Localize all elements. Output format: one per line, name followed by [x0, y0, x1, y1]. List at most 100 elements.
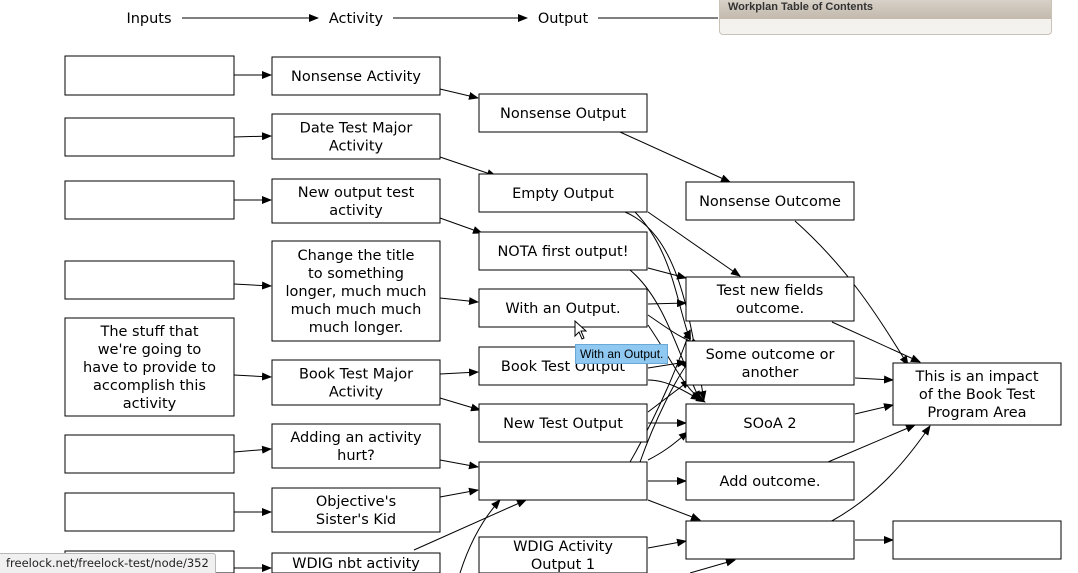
node-box — [271, 240, 441, 342]
node-box — [271, 113, 441, 160]
node-box — [271, 487, 441, 533]
outcome-node[interactable]: Some outcome or another — [685, 340, 855, 386]
node-box — [478, 231, 648, 271]
node-box — [271, 423, 441, 469]
input-node[interactable] — [64, 55, 235, 96]
outcome-node[interactable]: Nonsense Outcome — [685, 181, 855, 221]
edge — [439, 487, 479, 498]
outcome-node[interactable] — [685, 520, 855, 560]
output-node[interactable]: Empty Output — [478, 173, 648, 213]
node-label-line: Book Test Major — [299, 367, 413, 383]
node-box — [64, 180, 235, 220]
activity-node[interactable]: Nonsense Activity — [271, 56, 441, 96]
workplan-toc-panel[interactable]: Workplan Table of Contents — [719, 0, 1052, 35]
output-node[interactable]: New Test Output — [478, 403, 648, 443]
node-label-line: SOoA 2 — [743, 416, 796, 432]
edge — [439, 397, 481, 412]
node-label-line: Test new fields — [716, 283, 824, 299]
node-label-line: Sister's Kid — [316, 512, 396, 528]
node-label-line: Date Test Major — [300, 121, 413, 137]
edge — [647, 299, 687, 308]
node-label-line: outcome. — [736, 301, 804, 317]
edge — [439, 156, 497, 177]
header-inputs: Inputs — [126, 11, 171, 27]
input-node[interactable] — [64, 117, 235, 157]
node-box — [685, 276, 855, 322]
input-node[interactable] — [64, 260, 235, 300]
impact-node[interactable]: This is an impact of the Book TestProgram… — [892, 362, 1062, 426]
header-output: Output — [538, 11, 589, 27]
edge — [647, 538, 687, 549]
node-label-line: Some outcome or — [706, 347, 835, 363]
node-box — [271, 359, 441, 406]
node-label-line: New output test — [298, 185, 415, 201]
node-box — [64, 492, 235, 532]
edge — [233, 132, 272, 141]
edge — [634, 211, 691, 341]
node-box — [64, 117, 235, 157]
node-label-line: The stuff that — [99, 324, 198, 340]
edge — [639, 359, 691, 463]
edge — [854, 375, 894, 384]
edge — [439, 217, 483, 234]
output-node[interactable] — [478, 461, 648, 501]
output-node[interactable]: Nonsense Output — [478, 93, 648, 133]
node-box — [271, 552, 441, 573]
node-label-line: This is an impact — [914, 369, 1038, 385]
node-box — [685, 181, 855, 221]
node-label-line: New Test Output — [503, 416, 623, 432]
node-box — [64, 260, 235, 300]
outcome-node[interactable]: SOoA 2 — [685, 403, 855, 443]
outcome-node[interactable]: Test new fields outcome. — [685, 276, 855, 322]
node-label-line: much much much — [291, 302, 422, 318]
edge — [233, 281, 272, 290]
outcome-node[interactable]: Add outcome. — [685, 461, 855, 501]
node-label-line: another — [742, 365, 799, 381]
edge — [647, 211, 741, 277]
edge — [647, 431, 689, 461]
edge — [829, 425, 931, 523]
input-node[interactable] — [64, 492, 235, 532]
impact-node[interactable] — [892, 520, 1062, 560]
node-label-line: we're going to — [98, 342, 202, 358]
node-label-line: of the Book Test — [919, 387, 1036, 403]
node-box — [478, 173, 648, 213]
output-node[interactable]: With an Output. — [478, 288, 648, 328]
edge — [439, 368, 479, 377]
input-node[interactable] — [64, 180, 235, 220]
node-label-line: have to provide to — [83, 360, 216, 376]
node-label-line: activity — [329, 203, 383, 219]
node-label-line: Program Area — [927, 405, 1026, 421]
workplan-toc-title[interactable]: Workplan Table of Contents — [720, 0, 1051, 19]
activity-node[interactable]: WDIG nbt activity — [271, 552, 441, 573]
edge — [647, 379, 691, 413]
edge — [439, 88, 479, 100]
node-label-line: Activity — [329, 139, 384, 155]
output-node[interactable]: NOTA first output! — [478, 231, 648, 271]
edge — [647, 379, 701, 401]
node-label-line: Change the title — [298, 248, 415, 264]
activity-node[interactable]: New output test activity — [271, 178, 441, 224]
edge — [854, 403, 894, 415]
node-label-line: hurt? — [337, 448, 375, 464]
input-node[interactable]: The stuff that we're going to have to prov… — [64, 317, 235, 417]
node-box — [271, 56, 441, 96]
mouse-pointer-icon — [574, 320, 588, 340]
node-label-line: Empty Output — [512, 186, 614, 202]
edge — [647, 267, 687, 280]
column-headers: Inputs Activity Output — [126, 11, 718, 27]
node-box — [478, 461, 648, 501]
input-node[interactable] — [64, 434, 235, 474]
edge — [619, 131, 731, 183]
node-box — [685, 403, 855, 443]
node-label-line: longer, much much — [286, 284, 427, 300]
edge — [413, 499, 527, 551]
node-label-line: Nonsense Activity — [291, 69, 421, 85]
node-box — [685, 340, 855, 386]
